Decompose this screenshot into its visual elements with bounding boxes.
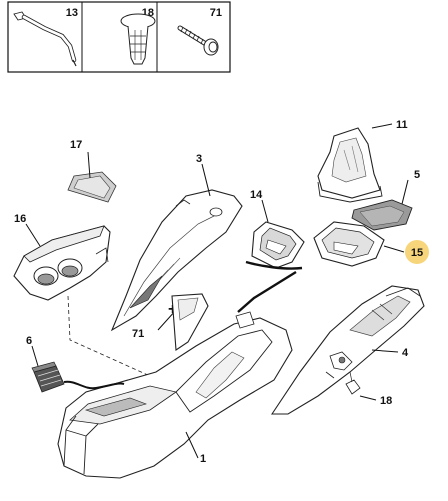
callout-1: 1 — [200, 453, 206, 465]
callout-15: 15 — [411, 247, 423, 259]
callout-14: 14 — [250, 189, 263, 201]
legend-label-13: 13 — [66, 7, 78, 19]
callout-3: 3 — [196, 153, 202, 165]
part-17-trim-insert: 17 — [67, 139, 117, 203]
callout-6: 6 — [26, 335, 32, 347]
fastener-legend: 13 18 71 — [7, 1, 231, 73]
callout-11: 11 — [396, 119, 408, 131]
part-5-mat: 5 — [351, 169, 420, 231]
assembly-arrow-lower — [237, 270, 297, 313]
part-15-gear-surround: 15 — [313, 221, 429, 267]
legend-cell-18: 18 — [120, 7, 156, 65]
callout-71: 71 — [132, 328, 144, 340]
cable-tie-icon — [13, 11, 77, 67]
assembly-arrow-upper — [245, 260, 303, 270]
callout-16: 16 — [14, 213, 26, 225]
part-14-gear-frame: 14 — [250, 189, 305, 269]
callout-17: 17 — [70, 139, 82, 151]
part-18-clip: 18 — [345, 371, 392, 407]
part-4-side-panel-right: 4 — [270, 285, 425, 415]
assembly-guide-16 — [67, 295, 151, 377]
highlight-marker-15 — [405, 240, 429, 264]
part-3-side-panel: 3 — [110, 153, 243, 332]
part-1-center-console: 1 — [57, 293, 293, 479]
part-16-cup-holder: 16 — [13, 213, 151, 377]
callout-5: 5 — [414, 169, 420, 181]
legend-cell-13: 13 — [13, 7, 78, 67]
part-11-gear-boot: 11 — [317, 119, 408, 203]
callout-18: 18 — [380, 395, 392, 407]
push-clip-icon — [120, 13, 156, 65]
legend-cell-71: 71 — [177, 7, 222, 56]
callout-4: 4 — [402, 347, 409, 359]
screw-icon — [177, 25, 219, 56]
part-6-switch: 6 — [26, 335, 125, 393]
legend-label-71: 71 — [210, 7, 222, 19]
